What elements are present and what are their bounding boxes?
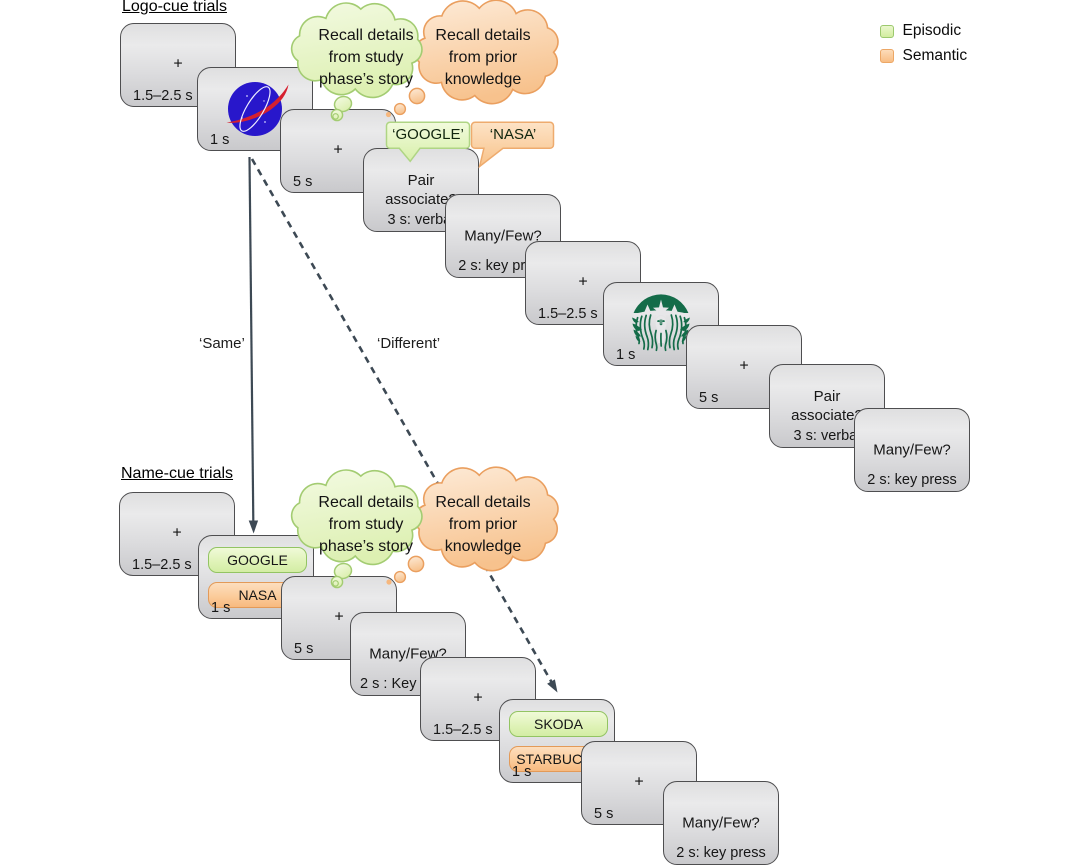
card-duration: 2 s: key press xyxy=(867,472,957,488)
legend-label-episodic: Episodic xyxy=(902,22,962,40)
card-question: Pair associate? xyxy=(770,387,884,425)
card-duration: 3 s: verbal xyxy=(387,212,455,228)
cloud-text-line: from prior xyxy=(448,48,518,66)
card-duration: 5 s xyxy=(293,174,313,190)
same-arrow-label: ‘Same’ xyxy=(199,335,245,352)
cloud-text-line: from study xyxy=(328,48,404,66)
fixation-cross: + xyxy=(473,689,483,707)
episodic-thought-cloud-bottom xyxy=(290,469,423,566)
semantic-thought-cloud-bottom xyxy=(414,466,559,572)
different-arrow-line xyxy=(250,158,553,683)
fixation-cross: + xyxy=(578,273,588,291)
episodic-cloud-tail-top xyxy=(330,95,353,122)
cloud-text-line: knowledge xyxy=(444,537,522,555)
same-arrow-line xyxy=(248,156,255,522)
fixation-cross: + xyxy=(634,773,644,791)
logo-cue-trials-title: Logo-cue trials xyxy=(122,0,227,15)
cloud-text-line: from prior xyxy=(448,515,518,533)
fixation-cross: + xyxy=(172,524,182,542)
card-duration: 1 s xyxy=(211,600,231,616)
card-duration: 5 s xyxy=(594,806,614,822)
card-question-line: Many/Few? xyxy=(464,227,542,245)
card-duration: 1.5–2.5 s xyxy=(433,722,493,738)
card-question: Many/Few? xyxy=(446,227,560,246)
card-question-line: Pair xyxy=(407,172,435,189)
fixation-cross: + xyxy=(334,608,344,626)
card-duration: 2 s: key press xyxy=(676,845,766,861)
episodic-name-pill: SKODA xyxy=(509,711,608,737)
cloud-text-line: phase’s story xyxy=(319,70,413,88)
card-question-line: Pair xyxy=(813,388,841,405)
fixation-cross: + xyxy=(333,141,343,159)
card-duration: 1 s xyxy=(616,347,636,363)
card-question: Many/Few? xyxy=(855,441,969,460)
card-duration: 1 s xyxy=(512,764,532,780)
semantic-thought-cloud-top xyxy=(414,0,559,105)
semantic-cloud-tail-top xyxy=(385,87,426,118)
trial-card-logo: 1 s xyxy=(603,282,719,366)
card-duration: 1 s xyxy=(210,132,230,148)
trial-card-question: Many/Few? 2 s: key press xyxy=(663,781,779,865)
different-arrow-label: ‘Different’ xyxy=(377,335,441,352)
episodic-cloud-tail-bottom xyxy=(330,562,353,589)
cloud-text-line: Recall details xyxy=(318,27,414,44)
card-duration: 1.5–2.5 s xyxy=(133,88,193,104)
semantic-swatch-icon xyxy=(880,49,894,63)
card-question-line: associate? xyxy=(385,191,457,208)
legend-label-semantic: Semantic xyxy=(902,46,968,64)
fixation-cross: + xyxy=(173,55,183,73)
cloud-text-line: phase’s story xyxy=(319,537,413,555)
card-duration: 5 s xyxy=(294,641,314,657)
semantic-cloud-text-bottom: Recall details from prior knowledge xyxy=(408,492,558,557)
starbucks-logo-icon xyxy=(632,294,690,352)
same-arrowhead-icon xyxy=(248,520,259,534)
card-question: Pair associate? xyxy=(364,171,478,209)
episodic-swatch-icon xyxy=(880,24,894,38)
episodic-cloud-text-top: Recall details from study phase’s story xyxy=(291,25,441,90)
legend: Episodic Semantic xyxy=(880,19,967,68)
cloud-text-line: Recall details xyxy=(435,494,531,511)
card-duration: 1.5–2.5 s xyxy=(538,306,598,322)
episodic-name-pill: GOOGLE xyxy=(208,547,307,573)
card-question-line: Many/Few? xyxy=(873,441,951,459)
nasa-speech-bubble xyxy=(470,121,555,169)
fixation-cross: + xyxy=(739,357,749,375)
google-speech-label: ‘GOOGLE’ xyxy=(392,126,464,143)
legend-row-semantic: Semantic xyxy=(880,44,967,69)
card-duration: 1.5–2.5 s xyxy=(132,557,192,573)
card-question: Many/Few? xyxy=(664,814,778,833)
trial-card-question: Many/Few? 2 s: key press xyxy=(854,408,970,492)
cloud-text-line: from study xyxy=(328,515,404,533)
card-duration: 5 s xyxy=(699,390,719,406)
card-duration: 3 s: verbal xyxy=(793,428,861,444)
cloud-text-line: Recall details xyxy=(318,494,414,511)
card-question-line: associate? xyxy=(791,407,863,424)
nasa-speech-label: ‘NASA’ xyxy=(489,126,537,143)
semantic-cloud-tail-bottom xyxy=(386,555,425,585)
cloud-text-line: Recall details xyxy=(435,27,531,44)
different-arrow xyxy=(250,158,558,693)
trial-card-question: Pair associate? 3 s: verbal xyxy=(363,148,479,232)
cloud-text-line: knowledge xyxy=(444,70,522,88)
episodic-cloud-text-bottom: Recall details from study phase’s story xyxy=(291,492,441,557)
nasa-logo-icon xyxy=(226,82,289,136)
semantic-cloud-text-top: Recall details from prior knowledge xyxy=(408,25,558,90)
google-speech-bubble xyxy=(385,121,471,163)
name-cue-trials-title: Name-cue trials xyxy=(121,465,234,482)
different-arrowhead-icon xyxy=(547,679,558,693)
episodic-thought-cloud-top xyxy=(290,2,423,99)
card-question-line: Many/Few? xyxy=(682,814,760,832)
legend-row-episodic: Episodic xyxy=(880,19,967,44)
same-arrow xyxy=(248,156,259,534)
